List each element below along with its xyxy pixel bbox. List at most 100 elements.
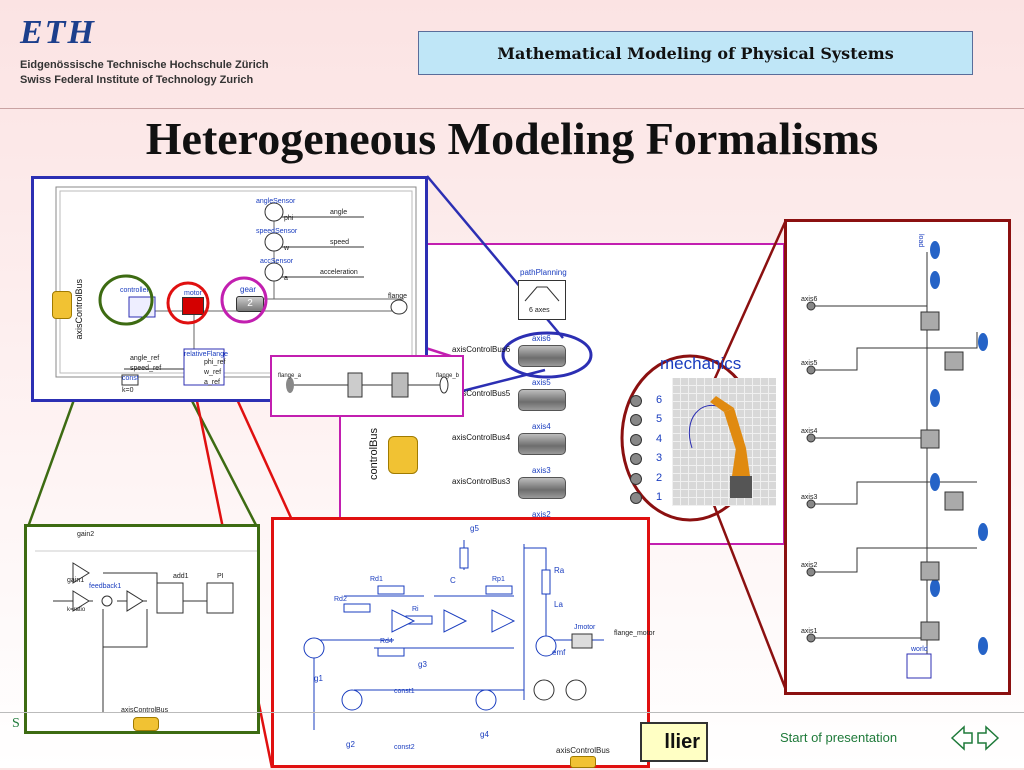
path-planning-label: pathPlanning: [520, 268, 567, 277]
motor-block: [182, 297, 204, 315]
rd4-label: Rd4: [380, 638, 393, 645]
start-of-presentation-link[interactable]: Start of presentation: [780, 730, 898, 745]
g3-label: g3: [418, 660, 427, 669]
controller-bus-connector: [133, 717, 159, 731]
axis4-name: axis4: [532, 422, 551, 431]
port-1: [630, 492, 642, 504]
axis6-bus: axisControlBus6: [452, 345, 511, 354]
axis6-block: [518, 345, 566, 367]
axis3-block: [518, 477, 566, 499]
rd1-label: Rd1: [370, 576, 383, 583]
controller-diagram: [35, 550, 257, 713]
la-label: La: [554, 600, 563, 609]
feedback-label: feedback1: [89, 583, 122, 590]
gain1-label: gain1: [67, 577, 85, 584]
mechanics-label: mechanics: [660, 354, 742, 373]
flange-a-label: flange_a: [278, 373, 302, 379]
gearbox-diagram: [286, 372, 449, 398]
institution-name: Eidgenössische Technische Hochschule Zür…: [20, 58, 269, 88]
axis6-highlight: [501, 331, 593, 379]
g2-label: g2: [346, 740, 355, 749]
rd2-label: Rd2: [334, 596, 347, 603]
port-4: [630, 434, 642, 446]
jmotor-label: Jmotor: [574, 624, 596, 631]
slide-title: Heterogeneous Modeling Formalisms: [145, 113, 879, 164]
control-bus-connector: [388, 436, 418, 474]
six-axes-label: 6 axes: [529, 307, 550, 314]
institution-line-english: Swiss Federal Institute of Technology Zu…: [20, 74, 254, 86]
speed-ref-label: speed_ref: [130, 365, 162, 372]
angle-sensor-label: angleSensor: [256, 198, 296, 205]
gear-label: gear: [240, 285, 257, 294]
motor-panel: g5 g1 g2 g3 g4 C Rd1 Rd2 Rd4 Rp1 Ri La R…: [271, 517, 655, 768]
port-2: [630, 473, 642, 485]
world-label: world: [911, 646, 928, 653]
axis4-block: [518, 433, 566, 455]
prev-arrow-icon: [950, 725, 973, 751]
axis4-bus: axisControlBus4: [452, 433, 511, 442]
speed-out-label: speed: [330, 239, 350, 246]
axis-bus-connector: [52, 291, 72, 319]
port-5-label: 5: [656, 413, 663, 425]
port-6: [630, 395, 642, 407]
next-arrow-icon: [977, 725, 1000, 751]
mech-axis1: axis1: [801, 628, 818, 635]
ra-label: Ra: [554, 566, 565, 575]
controller-label: controller: [120, 287, 149, 294]
gear-block: 2: [236, 296, 264, 312]
controller-highlight: [98, 274, 154, 326]
port-3-label: 3: [656, 452, 663, 464]
rel-flange-label: relativeFlange: [184, 351, 228, 358]
axis6-name: axis6: [532, 334, 551, 343]
axis3-name: axis3: [532, 466, 551, 475]
gearbox-panel: flange_a flange_b: [270, 355, 464, 417]
angle-out-label: angle: [330, 209, 348, 216]
flange-b-label: flange_b: [436, 373, 460, 379]
rp1-label: Rp1: [492, 576, 505, 583]
kratio-label: k=ratio: [67, 607, 86, 613]
axis3-bus: axisControlBus3: [452, 477, 511, 486]
axis5-name: axis5: [532, 378, 551, 387]
phi-label: phi: [284, 215, 294, 222]
pi-label: PI: [217, 573, 224, 580]
w-label: w: [284, 245, 290, 252]
phi-ref-label: phi_ref: [204, 359, 226, 366]
path-planning-block: 6 axes: [518, 280, 566, 320]
motor-bus-label: axisControlBus: [556, 746, 610, 755]
mech-axis4: axis4: [801, 428, 818, 435]
robot-3d-view: [672, 378, 776, 506]
const-label: const: [122, 375, 139, 382]
k0-label: k=0: [122, 387, 134, 394]
axis-wiring: [55, 186, 417, 386]
port-3: [630, 453, 642, 465]
port-4-label: 4: [656, 433, 663, 445]
a-ref-label: a_ref: [204, 379, 220, 386]
footer-divider: [0, 712, 1024, 713]
port-5: [630, 414, 642, 426]
footer-left-text: S: [12, 716, 20, 731]
port-1-label: 1: [656, 491, 663, 503]
nav-arrows[interactable]: [950, 724, 1000, 752]
header-divider: [0, 108, 1024, 109]
flange-label: flange: [388, 293, 408, 300]
course-title: Mathematical Modeling of Physical System…: [418, 31, 973, 75]
mechanics-diagram: [806, 241, 988, 679]
motor-circuit: [303, 540, 604, 730]
motor-bus-connector: [570, 756, 596, 768]
mech-axis2: axis2: [801, 562, 818, 569]
a-label: a: [284, 275, 288, 282]
speed-sensor-label: speedSensor: [256, 228, 298, 235]
axis2-name: axis2: [532, 510, 551, 519]
gain2-label: gain2: [77, 531, 95, 538]
add-label: add1: [173, 573, 189, 580]
flange-motor-label: flange_motor: [614, 630, 655, 637]
acc-sensor-label: accSensor: [260, 258, 294, 265]
c-label: C: [450, 576, 456, 585]
motor-highlight: [166, 281, 210, 325]
mech-axis3: axis3: [801, 494, 818, 501]
g4-label: g4: [480, 730, 489, 739]
author-box: llier: [640, 722, 708, 762]
controller-panel: gain2 gain1 feedback1 add1 PI k=ratio ax…: [24, 524, 260, 734]
port-2-label: 2: [656, 472, 663, 484]
gear-highlight: [220, 276, 268, 324]
